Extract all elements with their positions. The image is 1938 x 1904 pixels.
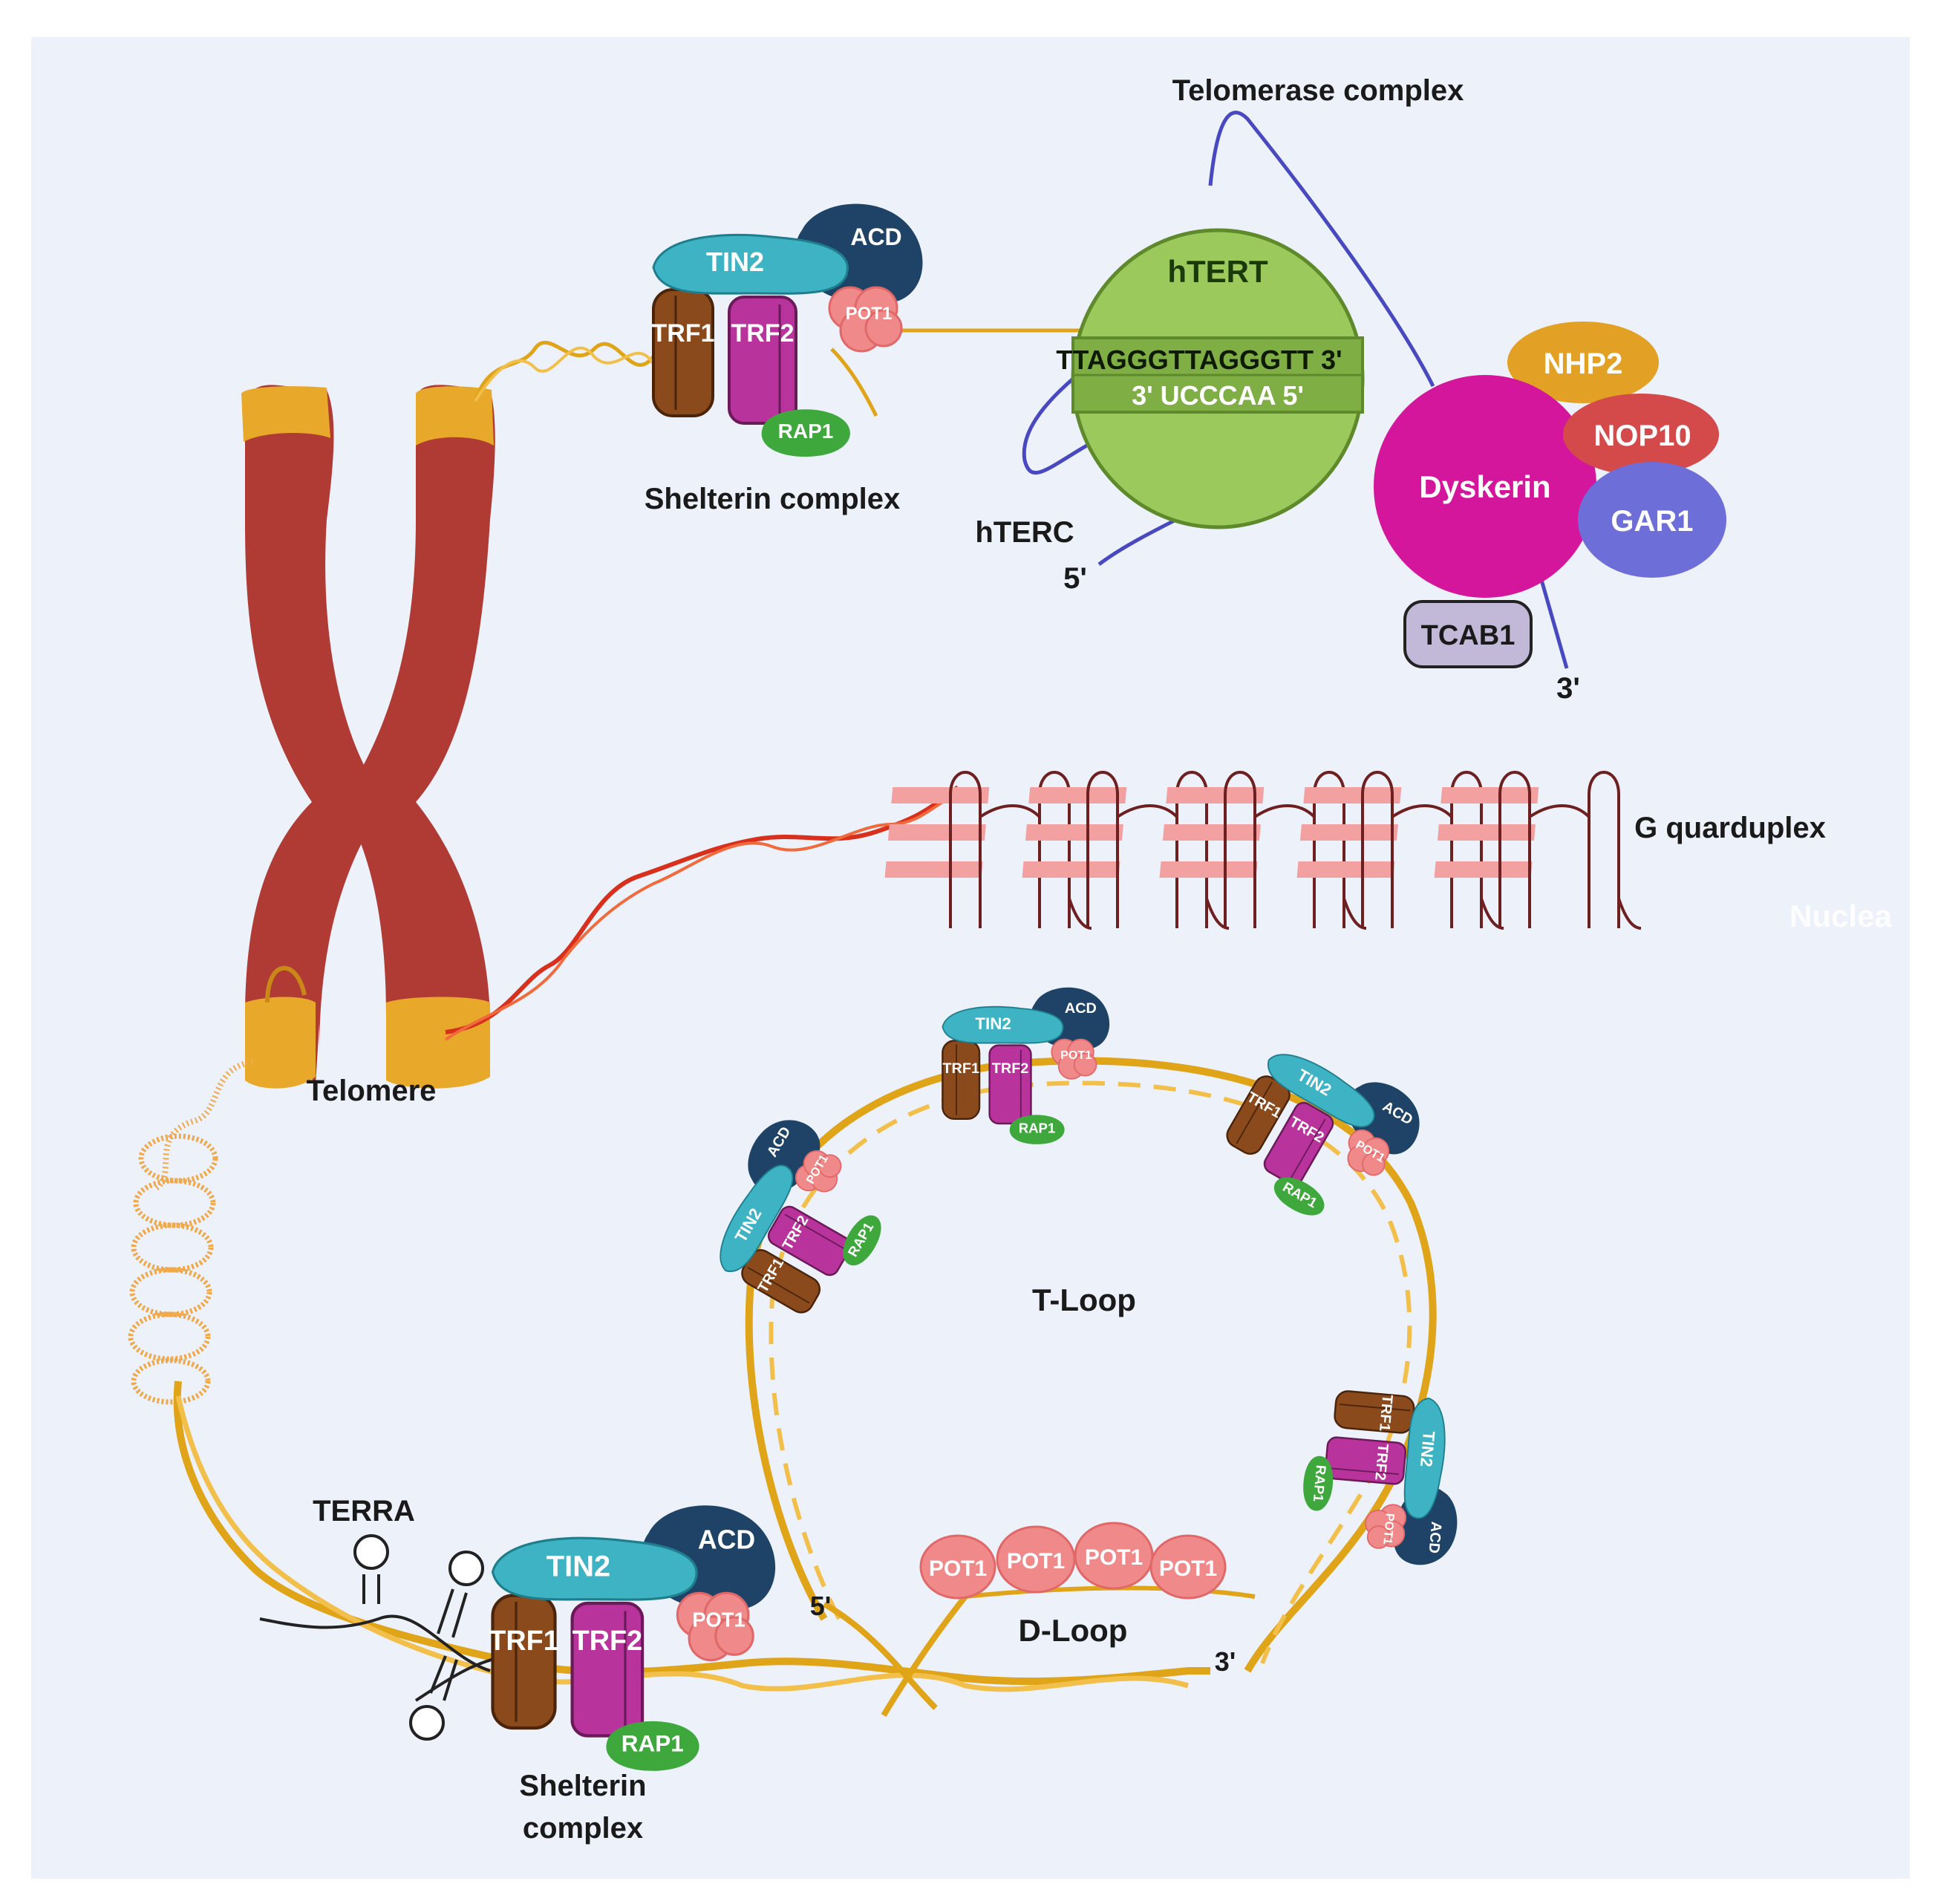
d-loop-pot1-4: POT1 <box>1159 1556 1217 1581</box>
label-pot1: POT1 <box>1380 1513 1397 1545</box>
label-hterc: hTERC <box>975 516 1074 549</box>
g-quadruplex <box>884 771 1642 930</box>
label-telomerase-complex: Telomerase complex <box>1172 74 1464 107</box>
chromosome <box>241 385 495 1089</box>
label-trf2: TRF2 <box>731 319 795 348</box>
label-g-quadruplex: G quarduplex <box>1634 812 1826 844</box>
label-terra: TERRA <box>313 1495 415 1528</box>
d-loop-pot1-cluster: POT1 POT1 POT1 POT1 <box>919 1522 1227 1600</box>
label-htert: hTERT <box>1167 254 1268 289</box>
shelterin-bottom: TIN2 ACD POT1 TRF1 TRF2 RAP1 <box>489 1505 775 1770</box>
label-acd: ACD <box>698 1525 755 1555</box>
label-trf1: TRF1 <box>489 1626 559 1657</box>
label-3-prime-bottom: 3' <box>1215 1646 1236 1677</box>
label-trf1: TRF1 <box>652 319 715 348</box>
label-pot1: POT1 <box>846 304 893 324</box>
label-trf2: TRF2 <box>572 1626 643 1657</box>
label-trf2: TRF2 <box>1371 1443 1391 1481</box>
label-gar1: GAR1 <box>1611 505 1693 538</box>
label-tin2: TIN2 <box>706 247 764 277</box>
label-5-prime-bottom: 5' <box>810 1591 832 1621</box>
label-nop10: NOP10 <box>1593 420 1691 452</box>
label-tin2: TIN2 <box>547 1550 610 1582</box>
label-rap1: RAP1 <box>778 420 834 443</box>
shelterin-top: TIN2 ACD POT1 TRF1 TRF2 RAP1 <box>652 202 924 458</box>
shelterin-tloop-right: TIN2 ACD POT1 TRF1 TRF2 RAP1 <box>1209 1025 1435 1247</box>
label-d-loop: D-Loop <box>1019 1613 1128 1648</box>
label-tin2: TIN2 <box>1417 1430 1438 1467</box>
label-tin2: TIN2 <box>975 1014 1011 1033</box>
label-nucleus-fragment: Nuclea <box>1789 899 1892 933</box>
d-loop-pot1-3: POT1 <box>1085 1545 1143 1570</box>
label-trf1: TRF1 <box>1376 1394 1395 1432</box>
label-pot1: POT1 <box>692 1608 745 1631</box>
label-dyskerin: Dyskerin <box>1419 469 1550 504</box>
label-3-prime-top: 3' <box>1556 672 1580 705</box>
label-shelterin-top: Shelterin complex <box>645 483 901 515</box>
label-rap1: RAP1 <box>1019 1120 1056 1135</box>
terra-rna <box>259 1534 506 1741</box>
label-acd: ACD <box>850 224 901 250</box>
label-trf1: TRF1 <box>942 1060 979 1077</box>
d-loop-pot1-1: POT1 <box>929 1556 987 1581</box>
label-shelterin-bottom-line1: Shelterin <box>519 1770 646 1802</box>
shelterin-tloop-lower-right: TIN2 ACD POT1 TRF1 TRF2 RAP1 <box>1296 1386 1469 1569</box>
label-rap1: RAP1 <box>1311 1464 1329 1502</box>
label-rap1: RAP1 <box>621 1730 684 1757</box>
label-dna-sequence: TTAGGGTTAGGGTT 3' <box>1056 345 1342 375</box>
label-shelterin-bottom-line2: complex <box>523 1812 643 1845</box>
label-acd: ACD <box>1426 1521 1445 1554</box>
telomerase-complex <box>1022 111 1726 669</box>
label-t-loop: T-Loop <box>1032 1282 1136 1317</box>
d-loop-pot1-2: POT1 <box>1007 1549 1065 1574</box>
label-nhp2: NHP2 <box>1544 348 1623 380</box>
label-tcab1: TCAB1 <box>1421 620 1516 651</box>
label-5-prime-top: 5' <box>1063 562 1087 595</box>
labels: Telomerase complex hTERT TTAGGGTTAGGGTT … <box>307 74 1893 1845</box>
shelterin-tloop-top: TIN2 ACD POT1 TRF1 TRF2 RAP1 <box>942 986 1111 1146</box>
label-pot1: POT1 <box>1060 1049 1092 1062</box>
shelterin-tloop-left: TIN2 ACD POT1 TRF1 TRF2 RAP1 <box>691 1105 913 1331</box>
label-telomere: Telomere <box>307 1075 437 1107</box>
label-rna-sequence: 3' UCCCAA 5' <box>1132 380 1304 411</box>
label-trf2: TRF2 <box>992 1060 1029 1077</box>
label-acd: ACD <box>1065 1000 1097 1017</box>
